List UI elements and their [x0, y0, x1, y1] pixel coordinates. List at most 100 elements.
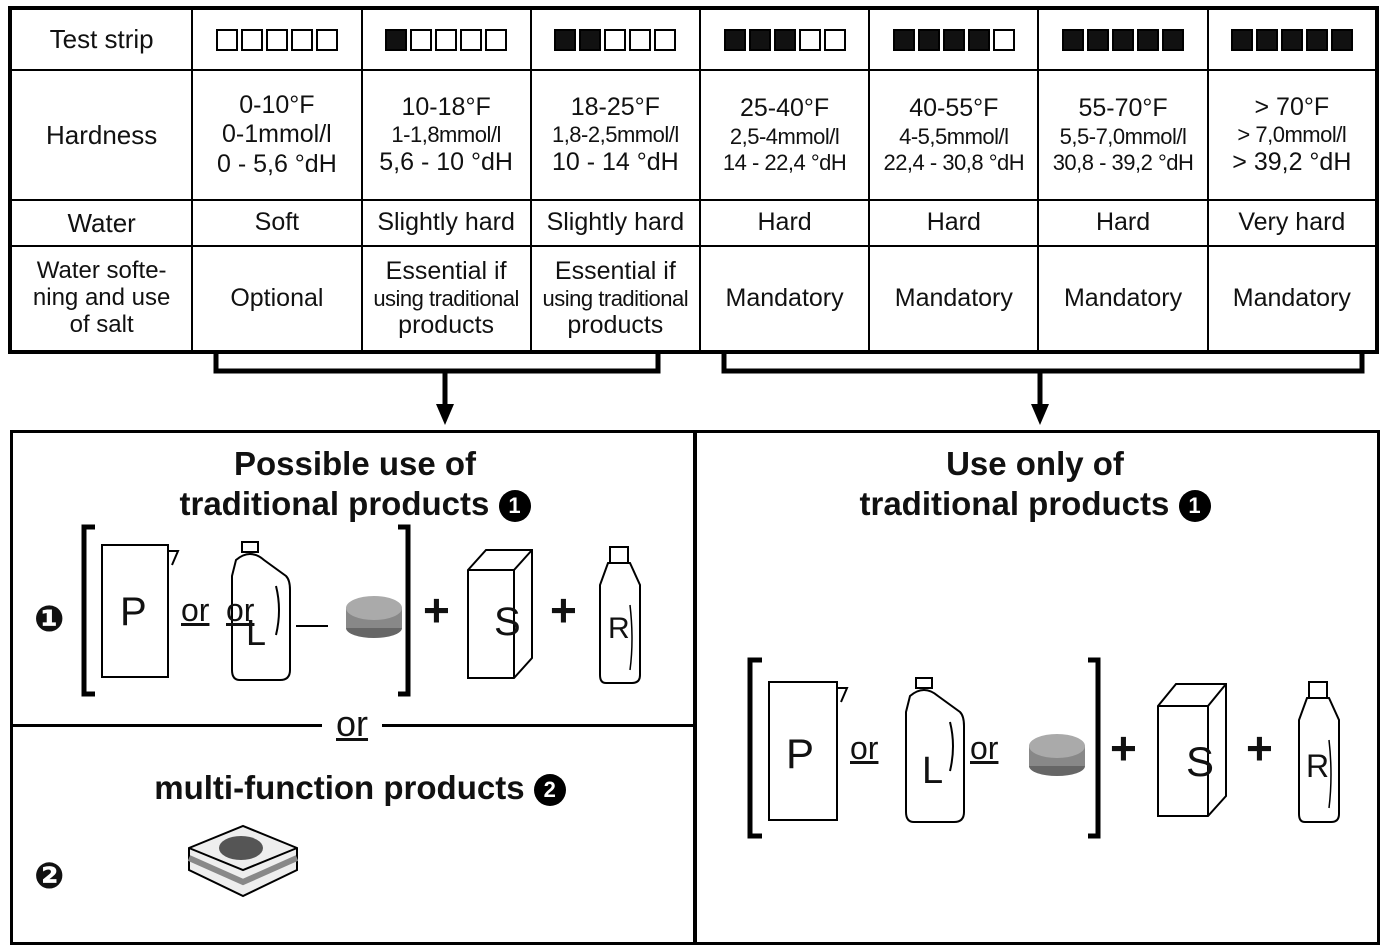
softening-line: Mandatory: [725, 283, 844, 312]
strip-square-empty: [654, 29, 677, 52]
left-bracket-connector: [213, 352, 661, 410]
strip-square-empty: [290, 29, 313, 52]
plus-sign-1: +: [423, 584, 450, 636]
p-label-right: P: [786, 730, 815, 777]
softening-line: Mandatory: [1063, 283, 1183, 312]
water-cell: Slightly hard: [360, 199, 532, 247]
hardness-f: 0-10°F: [239, 90, 315, 119]
rinse-aid-bottle-icon: [599, 546, 641, 684]
water-label: Water: [8, 199, 194, 247]
separator-or-label: or: [322, 703, 383, 745]
test-strip-icon: [723, 29, 846, 52]
strip-square-filled: [723, 29, 746, 52]
r-label-right: R: [1306, 748, 1330, 784]
l-label: L: [246, 612, 267, 653]
left-title-text: traditional products: [179, 485, 490, 522]
test-strip-icon: [1230, 29, 1353, 52]
softening-line: products: [398, 311, 495, 340]
right-title-text: traditional products: [859, 485, 1170, 522]
hardness-dh: 0 - 5,6 °dH: [216, 149, 337, 178]
test-strip-icon: [892, 29, 1015, 52]
r-label: R: [608, 612, 630, 645]
softening-cell: Mandatory: [1206, 245, 1379, 353]
softening-label-line: of salt: [69, 310, 134, 338]
strip-square-filled: [554, 29, 577, 52]
strip-square-filled: [917, 29, 940, 52]
strip-square-filled: [1137, 29, 1160, 52]
liquid-bottle-icon-right: [905, 677, 965, 823]
rinse-aid-bottle-icon-right: [1298, 681, 1340, 823]
hardness-f: 10-18°F: [401, 92, 491, 121]
strip-square-empty: [798, 29, 821, 52]
softening-line: products: [567, 311, 664, 340]
strip-square-filled: [1280, 29, 1303, 52]
or-label-right-2: or: [970, 730, 999, 766]
hardness-f: 40-55°F: [909, 94, 999, 123]
or-label-1: or: [181, 592, 210, 628]
strip-cell: [698, 7, 871, 71]
hardness-label: Hardness: [8, 69, 194, 201]
strip-square-filled: [1062, 29, 1085, 52]
marker-2-label: ❷: [34, 855, 65, 896]
softening-cell: Mandatory: [868, 245, 1040, 353]
multi-title-text: multi-function products: [154, 769, 525, 806]
water-cell: Hard: [1037, 199, 1209, 247]
hardness-mmol: 4-5,5mmol/l: [899, 123, 1009, 149]
hardness-mmol: 0-1mmol/l: [222, 120, 332, 149]
hardness-mmol: 1-1,8mmol/l: [391, 122, 501, 148]
test-strip-icon: [385, 29, 508, 52]
hardness-f: 25-40°F: [739, 94, 830, 123]
softening-line: Optional: [230, 283, 324, 312]
liquid-bottle-icon: [231, 541, 291, 681]
or-label-2: or: [226, 592, 255, 628]
hardness-mmol: 5,5-7,0mmol/l: [1059, 123, 1187, 149]
left-panel-title: Possible use of traditional products 1: [130, 444, 580, 524]
powder-box-icon-right: [768, 681, 849, 821]
strip-square-filled: [942, 29, 965, 52]
softening-cell: Mandatory: [698, 245, 871, 353]
hardness-f: > 70°F: [1254, 92, 1330, 121]
strip-square-empty: [629, 29, 652, 52]
strip-square-empty: [460, 29, 483, 52]
powder-box-icon: [101, 544, 180, 678]
l-label-right: L: [922, 750, 944, 792]
number-one-badge-right: 1: [1178, 490, 1211, 523]
strip-square-filled: [967, 29, 990, 52]
test-strip-label: Test strip: [8, 7, 194, 71]
softening-line: Mandatory: [894, 283, 1013, 312]
strip-square-filled: [1112, 29, 1135, 52]
hardness-dh: > 39,2 °dH: [1232, 147, 1352, 176]
hardness-dh: 22,4 - 30,8 °dH: [883, 149, 1025, 175]
number-two-badge: 2: [533, 774, 566, 807]
softening-cell: Optional: [191, 245, 363, 353]
strip-square-filled: [748, 29, 771, 52]
right-bracket-connector: [721, 352, 1365, 410]
strip-square-empty: [604, 29, 627, 52]
water-cell: Soft: [191, 199, 363, 247]
multi-function-tablet-icon: [187, 824, 299, 898]
strip-square-filled: [579, 29, 602, 52]
softening-label-line: ning and use: [32, 284, 171, 312]
strip-square-filled: [1087, 29, 1110, 52]
strip-square-filled: [892, 29, 915, 52]
salt-box-icon: [467, 549, 533, 679]
strip-square-empty: [992, 29, 1015, 52]
hardness-dh: 14 - 22,4 °dH: [722, 149, 847, 175]
test-strip-icon: [1062, 29, 1185, 52]
strip-cell: [529, 7, 701, 71]
strip-square-empty: [435, 29, 458, 52]
traditional-only-panel: [694, 430, 1380, 945]
softening-label-line: Water softe-: [36, 257, 167, 285]
hardness-f: 55-70°F: [1078, 94, 1168, 123]
strip-square-filled: [1230, 29, 1253, 52]
strip-square-filled: [385, 29, 408, 52]
test-strip-row: Test strip: [8, 7, 1379, 71]
softening-line: using traditional: [542, 285, 689, 311]
